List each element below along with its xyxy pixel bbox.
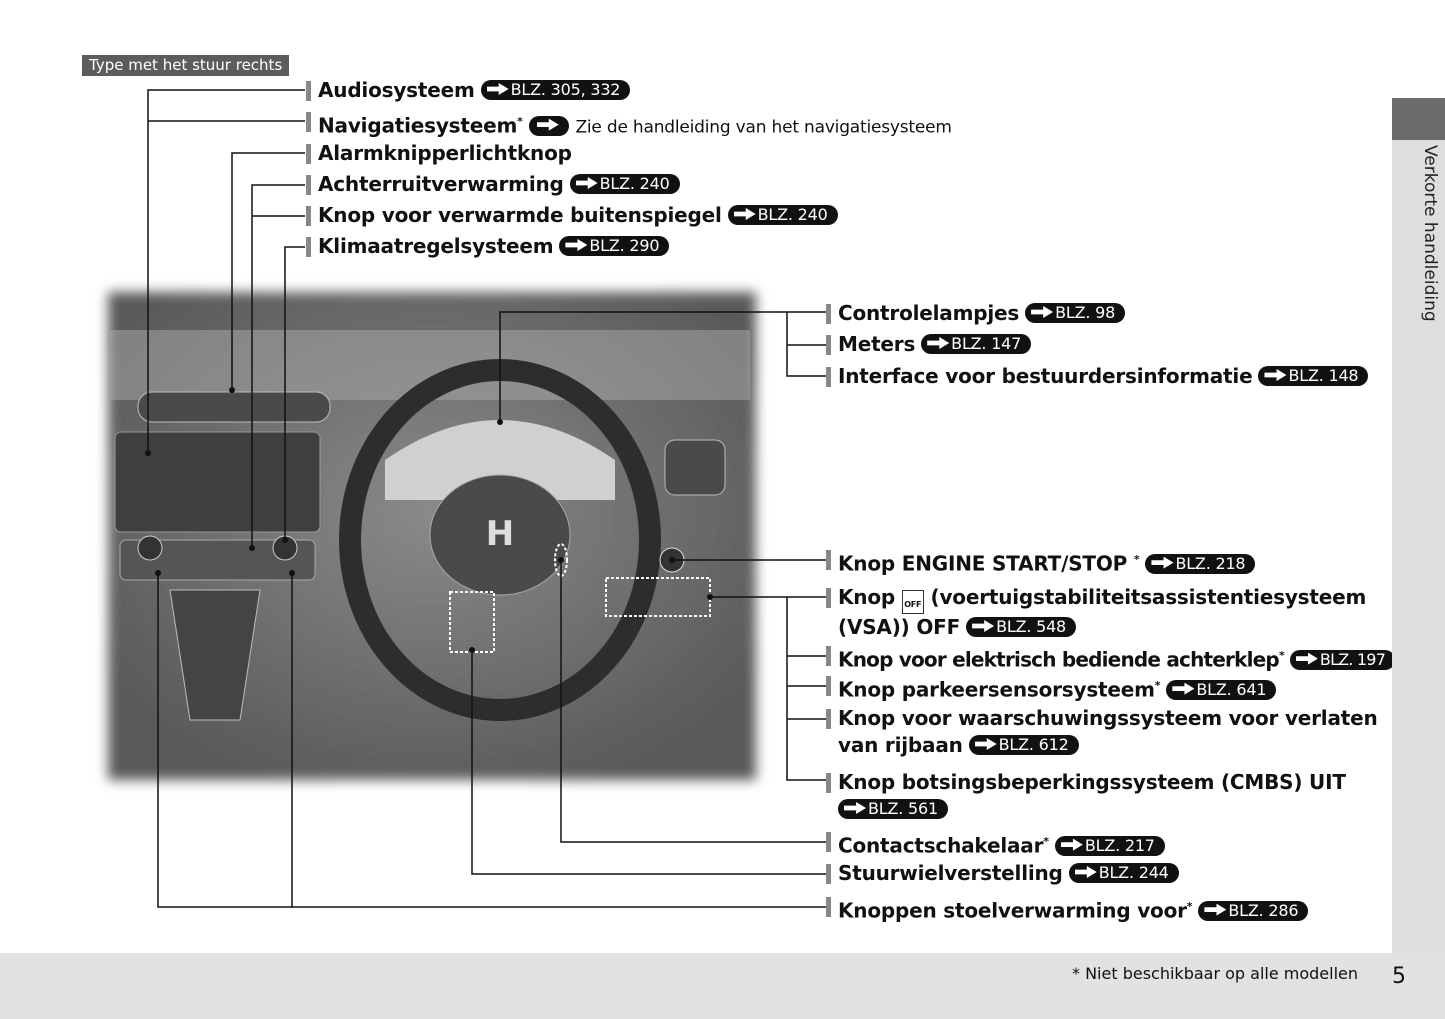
side-tab [1392, 98, 1445, 953]
footer [0, 953, 1445, 1019]
arrow-icon [1151, 556, 1174, 569]
climate-panel [119, 539, 316, 581]
page-ref[interactable]: BLZ. 197 [1289, 649, 1396, 670]
arrow-icon [536, 118, 559, 131]
side-vent [664, 439, 726, 496]
leader-lines [147, 89, 826, 908]
page-ref[interactable]: BLZ. 240 [727, 205, 838, 225]
page-ref[interactable]: BLZ. 286 [1198, 900, 1309, 921]
center-vents [137, 391, 331, 423]
page-ref[interactable]: BLZ. 148 [1258, 366, 1369, 386]
page-ref[interactable]: BLZ. 218 [1145, 553, 1256, 574]
arrow-icon [1074, 866, 1097, 878]
label-engine-start: Knop ENGINE START/STOP *BLZ. 218 [825, 546, 1256, 578]
label-navigation: Navigatiesysteem* Zie de handleiding van… [306, 108, 952, 142]
page-ref-audio[interactable]: BLZ. 305, 332 [480, 80, 631, 100]
side-tab-marker [1392, 98, 1445, 140]
footnote: * Niet beschikbaar op alle modellen [1072, 964, 1359, 983]
arrow-icon [1031, 306, 1054, 318]
instrument-cluster [385, 420, 615, 500]
arrow-icon [1264, 369, 1287, 381]
page-ref[interactable]: BLZ. 217 [1054, 835, 1165, 856]
arrow-icon [1172, 682, 1195, 695]
page-ref[interactable]: BLZ. 641 [1166, 679, 1277, 700]
arrow-icon [974, 738, 997, 750]
page-ref[interactable]: BLZ. 98 [1025, 303, 1126, 323]
arrow-icon [1295, 652, 1318, 665]
arrow-icon [1204, 903, 1227, 916]
page-ref[interactable]: BLZ. 561 [838, 799, 948, 819]
label-parking-sensor: Knop parkeersensorsysteem*BLZ. 641 [825, 672, 1277, 704]
label-cmbs: Knop botsingsbeperkingssysteem (CMBS) UI… [826, 769, 1346, 823]
arrow-icon [733, 208, 756, 220]
label-ignition: Contactschakelaar*BLZ. 217 [826, 828, 1165, 860]
label-lane-departure: Knop voor waarschuwingssysteem voor verl… [826, 706, 1378, 757]
audio-screen [114, 431, 321, 533]
page-number: 5 [1392, 964, 1406, 989]
page-ref[interactable]: BLZ. 244 [1068, 863, 1179, 883]
gear-shifter [169, 589, 261, 721]
arrow-icon [972, 620, 995, 632]
arrow-icon [565, 239, 588, 251]
svg-text:H: H [486, 514, 514, 554]
page-ref[interactable]: BLZ. 290 [559, 236, 670, 256]
label-tailgate: Knop voor elektrisch bediende achterklep… [825, 642, 1396, 674]
header-tag: Type met het stuur rechts [82, 55, 290, 76]
arrow-icon [844, 802, 866, 814]
arrow-icon [575, 177, 598, 189]
page-ref[interactable]: BLZ. 240 [569, 174, 680, 194]
label-hazard: Alarmknipperlichtknop [306, 141, 572, 165]
page-ref-navigation[interactable] [528, 115, 569, 136]
arrow-icon [1060, 838, 1083, 851]
side-tab-label[interactable]: Verkorte handleiding [1420, 145, 1440, 322]
vsa-off-icon: OFF [901, 590, 924, 614]
page-ref[interactable]: BLZ. 147 [921, 334, 1032, 354]
arrow-icon [927, 337, 950, 349]
page-ref[interactable]: BLZ. 548 [966, 617, 1077, 637]
page-ref[interactable]: BLZ. 612 [968, 735, 1079, 755]
label-vsa: Knop OFF (voertuigstabiliteitsassistenti… [825, 585, 1367, 639]
arrow-icon [486, 83, 509, 95]
label-seat-heater: Knoppen stoelverwarming voor*BLZ. 286 [825, 893, 1309, 925]
